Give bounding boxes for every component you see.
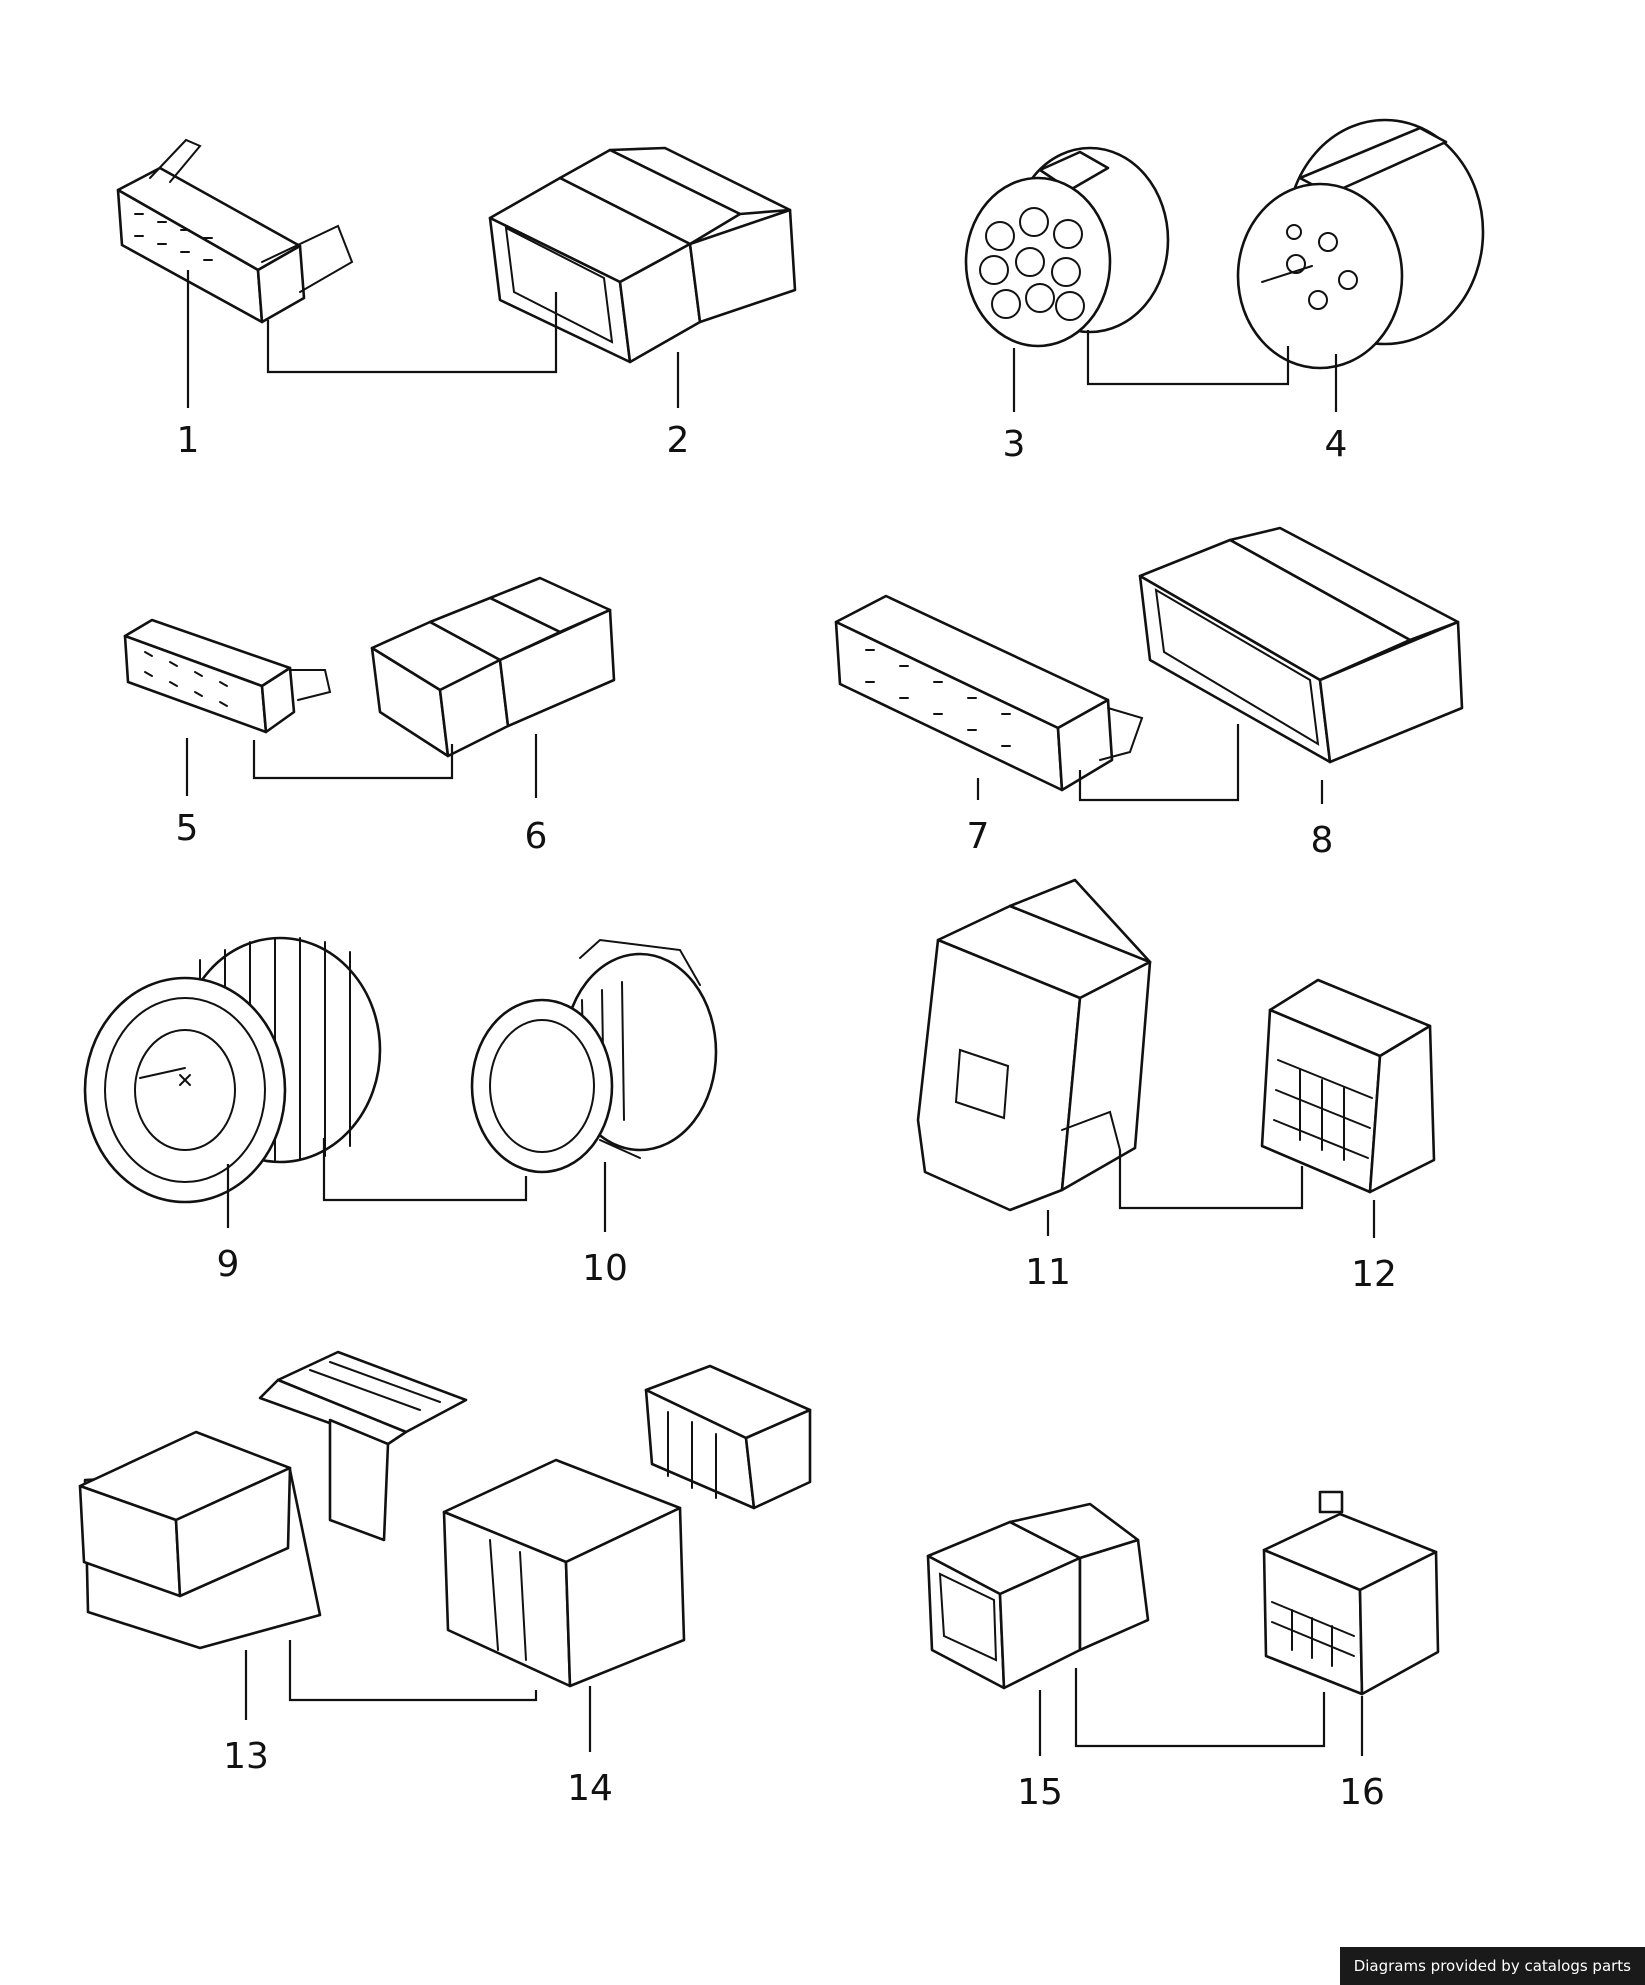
part-5-drawing (123, 618, 332, 734)
part-14-drawing (442, 1364, 812, 1688)
callout-10: 10 (582, 1248, 628, 1289)
part-4-drawing (1236, 118, 1485, 370)
callout-5: 5 (176, 808, 199, 849)
part-11-drawing (916, 878, 1152, 1212)
part-3-drawing (964, 146, 1170, 348)
part-16-drawing (1262, 1490, 1440, 1696)
callout-6: 6 (525, 816, 548, 857)
callout-labels: 1 2 3 4 5 6 7 8 9 10 11 12 13 14 15 16 (176, 420, 1397, 1813)
callout-4: 4 (1325, 424, 1348, 465)
part-1-drawing (116, 138, 354, 324)
part-10-drawing (470, 938, 718, 1174)
callout-14: 14 (567, 1768, 613, 1809)
callout-16: 16 (1339, 1772, 1385, 1813)
callout-15: 15 (1017, 1772, 1063, 1813)
callout-9: 9 (217, 1244, 240, 1285)
callout-1: 1 (177, 420, 200, 461)
callout-8: 8 (1311, 820, 1334, 861)
diagram-credit: Diagrams provided by catalogs parts (1339, 1947, 1645, 1985)
callout-11: 11 (1025, 1252, 1071, 1293)
callout-7: 7 (967, 816, 990, 857)
callout-2: 2 (667, 420, 690, 461)
part-13-drawing (78, 1350, 468, 1650)
part-6-drawing (370, 576, 616, 758)
leader-lines (185, 270, 1376, 1756)
part-12-drawing (1260, 978, 1436, 1194)
part-15-drawing (926, 1502, 1150, 1690)
callout-3: 3 (1003, 424, 1026, 465)
part-9-drawing (83, 936, 382, 1204)
part-2-drawing (488, 146, 797, 364)
part-8-drawing (1138, 526, 1464, 764)
part-7-drawing (834, 594, 1144, 792)
callout-13: 13 (223, 1736, 269, 1777)
callout-12: 12 (1351, 1254, 1397, 1295)
